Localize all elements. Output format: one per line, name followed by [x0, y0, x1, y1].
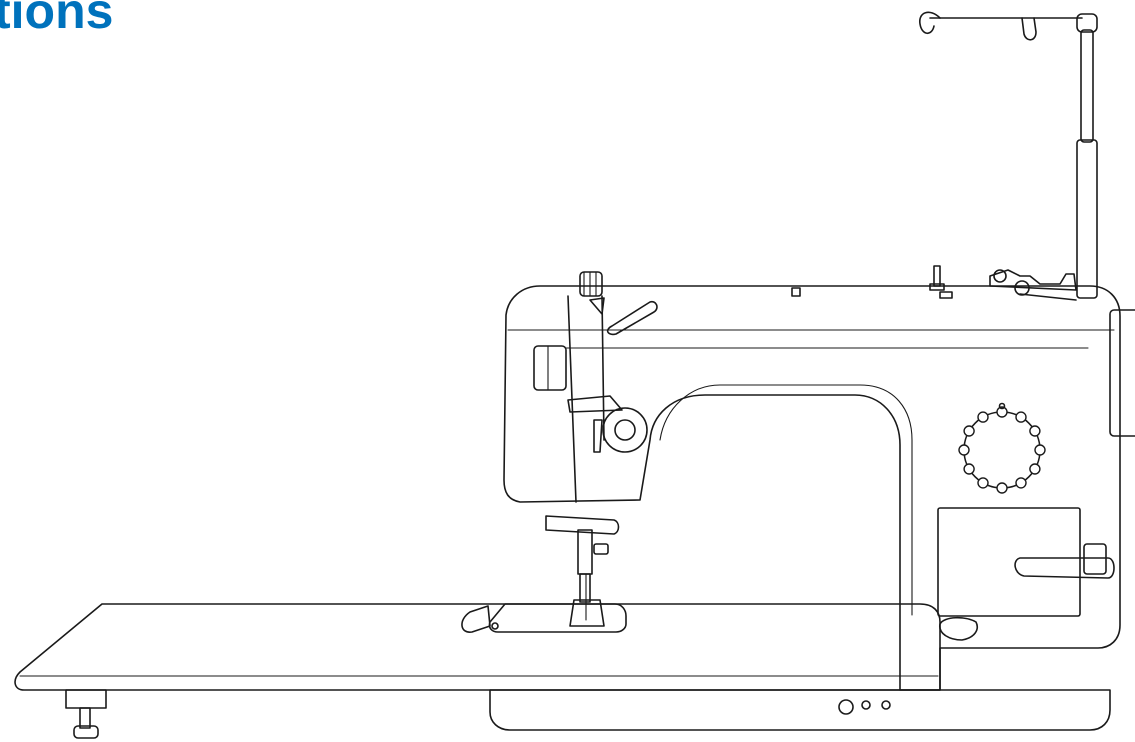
- needle-assembly: [545, 515, 620, 627]
- dial-notch: [996, 406, 1008, 418]
- dial-notch: [977, 477, 989, 489]
- dial-notch: [996, 482, 1008, 494]
- reverse-lever: [1014, 543, 1115, 579]
- dial-notch: [1029, 425, 1041, 437]
- head-front: [567, 271, 658, 503]
- thread-stand: [919, 11, 1098, 299]
- extension-table: [14, 603, 1111, 731]
- section-heading: tions: [0, 0, 114, 39]
- handwheel: [1109, 309, 1135, 437]
- dial-notch: [958, 444, 970, 456]
- machine-body: [503, 265, 1121, 691]
- table-clamp: [65, 689, 107, 739]
- stitch-dial: [958, 402, 1046, 494]
- dial-notch: [963, 425, 975, 437]
- dial-notch: [1034, 444, 1046, 456]
- dial-notch: [1015, 411, 1027, 423]
- dial-notch: [977, 411, 989, 423]
- dial-notch: [963, 463, 975, 475]
- dial-notch: [1029, 463, 1041, 475]
- dial-notch: [1015, 477, 1027, 489]
